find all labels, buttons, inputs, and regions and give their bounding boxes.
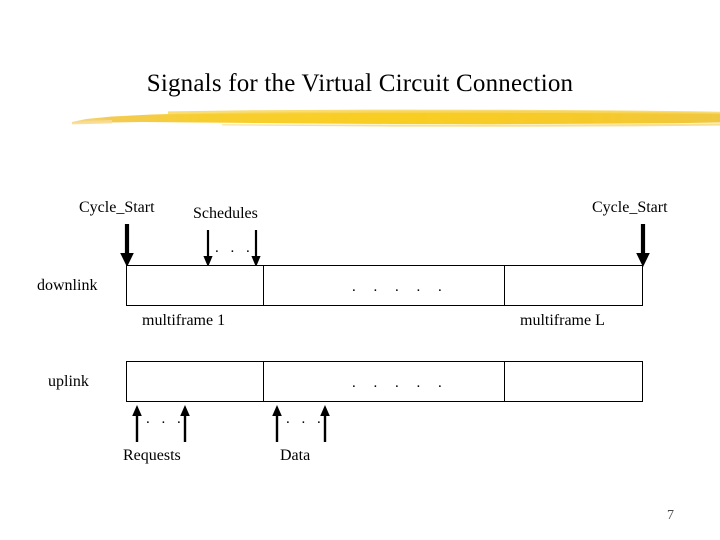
arrow-up-requests-first: [132, 405, 142, 442]
arrow-up-requests-last: [180, 405, 190, 442]
label-requests: Requests: [123, 447, 181, 464]
ellipsis-schedules: . . .: [215, 240, 254, 256]
row-label-downlink: downlink: [37, 277, 98, 294]
label-data: Data: [280, 447, 311, 464]
ellipsis-data: . . .: [286, 411, 325, 427]
ellipsis-requests: . . .: [146, 411, 185, 427]
uplink-track: [126, 361, 643, 402]
uplink-middle-ellipsis: . . . . .: [352, 375, 449, 391]
arrow-down-schedule-first: [203, 230, 213, 267]
uplink-divider-2: [504, 361, 505, 402]
arrow-down-cycle-start-left: [120, 224, 134, 267]
label-schedules: Schedules: [193, 205, 258, 222]
label-cycle-start-right: Cycle_Start: [592, 199, 668, 216]
downlink-divider-1: [263, 265, 264, 306]
row-label-uplink: uplink: [48, 373, 89, 390]
arrow-up-data-first: [272, 405, 282, 442]
downlink-middle-ellipsis: . . . . .: [352, 279, 449, 295]
page-number: 7: [667, 508, 674, 523]
page-title: Signals for the Virtual Circuit Connecti…: [146, 70, 574, 97]
downlink-track: [126, 265, 643, 306]
arrow-down-cycle-start-right: [636, 224, 650, 267]
uplink-divider-1: [263, 361, 264, 402]
downlink-divider-2: [504, 265, 505, 306]
arrow-up-data-last: [320, 405, 330, 442]
caption-multiframe-L: multiframe L: [520, 312, 605, 329]
caption-multiframe-1: multiframe 1: [142, 312, 226, 329]
label-cycle-start-left: Cycle_Start: [79, 199, 155, 216]
arrow-down-schedule-last: [251, 230, 261, 267]
